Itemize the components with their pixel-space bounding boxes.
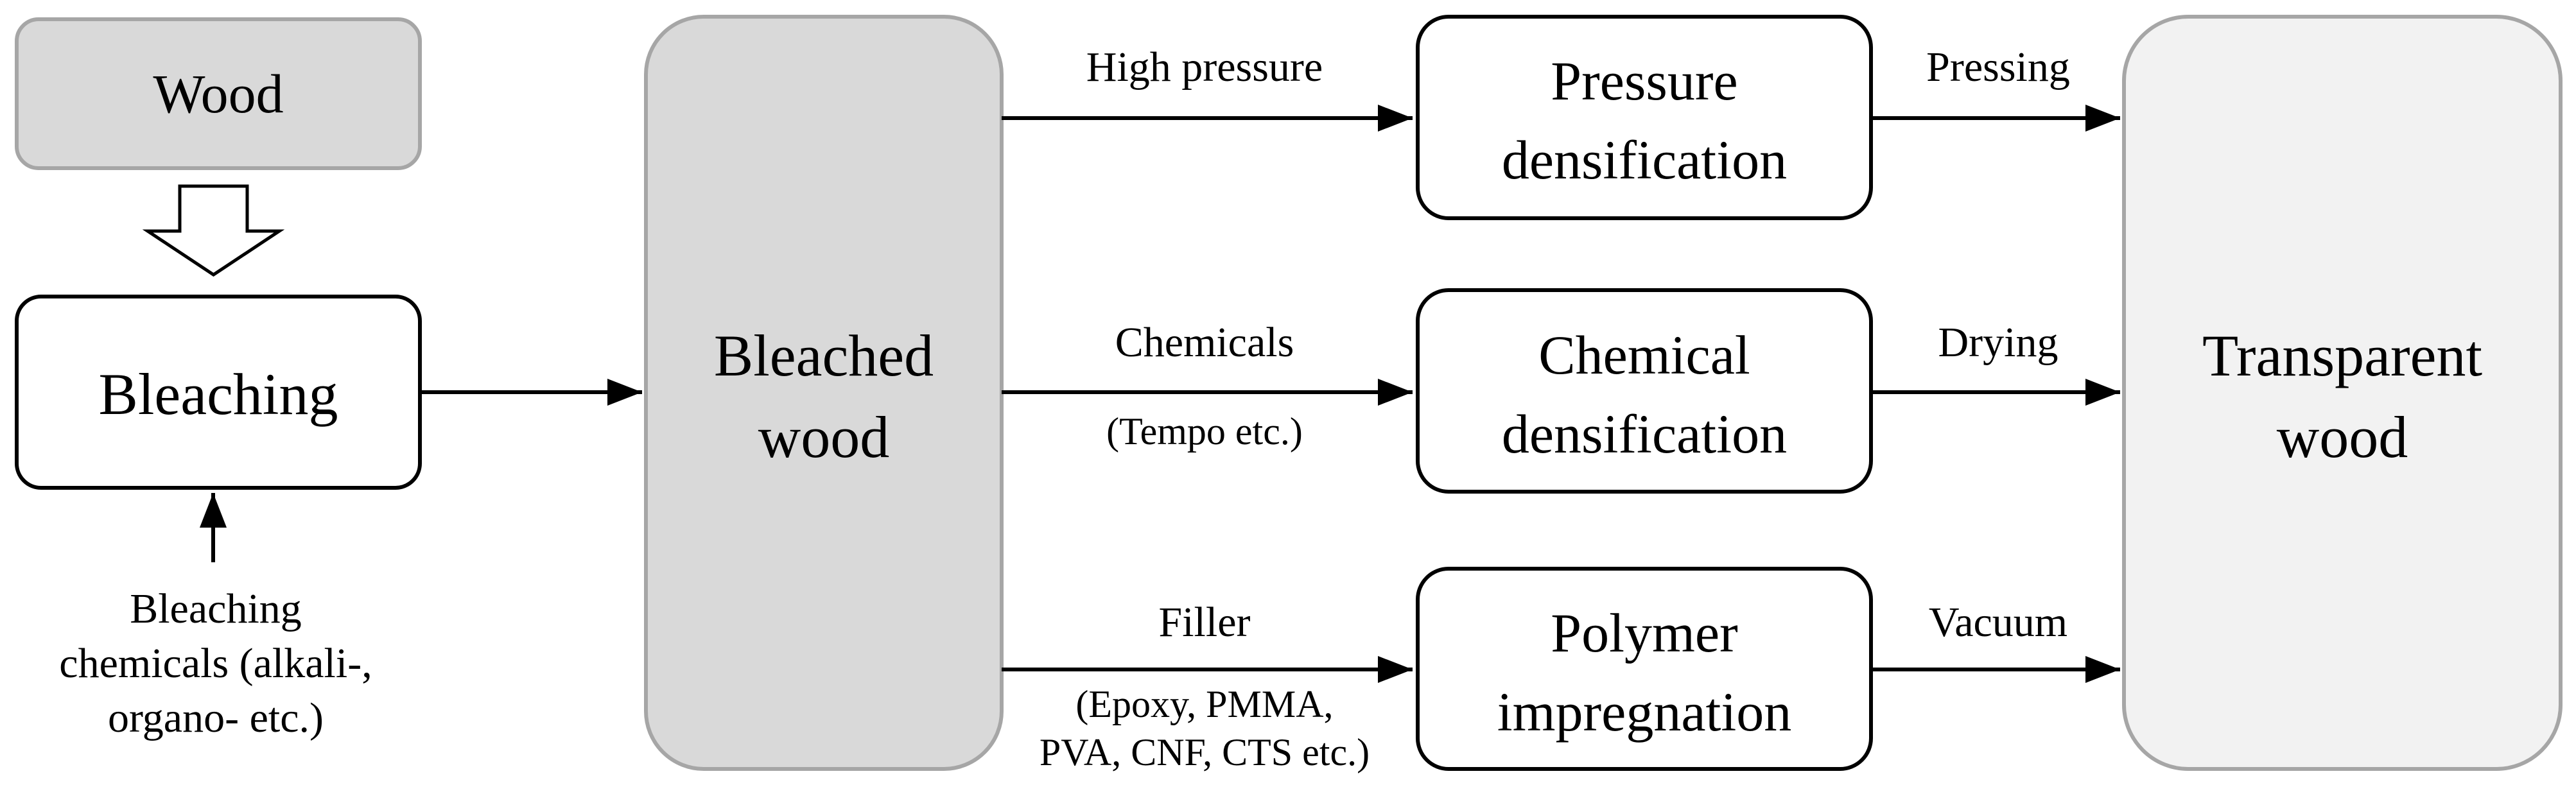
- chemicals-label: Chemicals: [1115, 319, 1294, 366]
- bleaching-label: Bleaching: [99, 361, 338, 427]
- wood-label: Wood: [153, 63, 283, 125]
- pressing-label: Pressing: [1926, 44, 2070, 91]
- wood-box: [15, 17, 422, 170]
- polymer-impregnation-line2: impregnation: [1497, 681, 1792, 743]
- chemical-densification-node: Chemical densification: [1416, 288, 1873, 494]
- bleaching-chemicals-label: Bleaching chemicals (alkali-, organo- et…: [59, 585, 372, 741]
- wood-node: Wood: [15, 17, 422, 170]
- chemical-densification-line1: Chemical: [1538, 324, 1750, 386]
- bleaching-chemicals-line3: organo- etc.): [108, 694, 324, 741]
- vacuum-label: Vacuum: [1929, 599, 2067, 646]
- pressure-densification-line1: Pressure: [1551, 50, 1737, 112]
- filler-note-line1: (Epoxy, PMMA,: [1075, 683, 1333, 725]
- transparent-wood-node: Transparent wood: [2122, 15, 2563, 771]
- bleached-wood-line2: wood: [758, 404, 889, 470]
- bleaching-node: Bleaching: [15, 295, 422, 490]
- high-pressure-label: High pressure: [1086, 44, 1323, 91]
- transparent-wood-box: [2122, 15, 2563, 771]
- hollow-down-arrow-icon: [142, 184, 285, 277]
- polymer-impregnation-line1: Polymer: [1551, 602, 1737, 664]
- polymer-impregnation-node: Polymer impregnation: [1416, 567, 1873, 771]
- transparent-wood-line2: wood: [2277, 404, 2408, 470]
- drying-label: Drying: [1938, 319, 2058, 366]
- filler-note-line2: PVA, CNF, CTS etc.): [1040, 731, 1370, 773]
- pressure-densification-line2: densification: [1502, 129, 1787, 191]
- pressure-densification-node: Pressure densification: [1416, 15, 1873, 220]
- transparent-wood-line1: Transparent: [2202, 323, 2483, 388]
- bleached-wood-line1: Bleached: [714, 323, 934, 388]
- bleaching-chemicals-line1: Bleaching: [130, 585, 302, 632]
- chemical-densification-line2: densification: [1502, 403, 1787, 465]
- bleached-wood-box: [644, 15, 1004, 771]
- chemicals-note: (Tempo etc.): [1106, 410, 1303, 453]
- bleaching-chemicals-line2: chemicals (alkali-,: [59, 640, 372, 687]
- filler-label: Filler: [1159, 599, 1251, 646]
- bleached-wood-node: Bleached wood: [644, 15, 1004, 771]
